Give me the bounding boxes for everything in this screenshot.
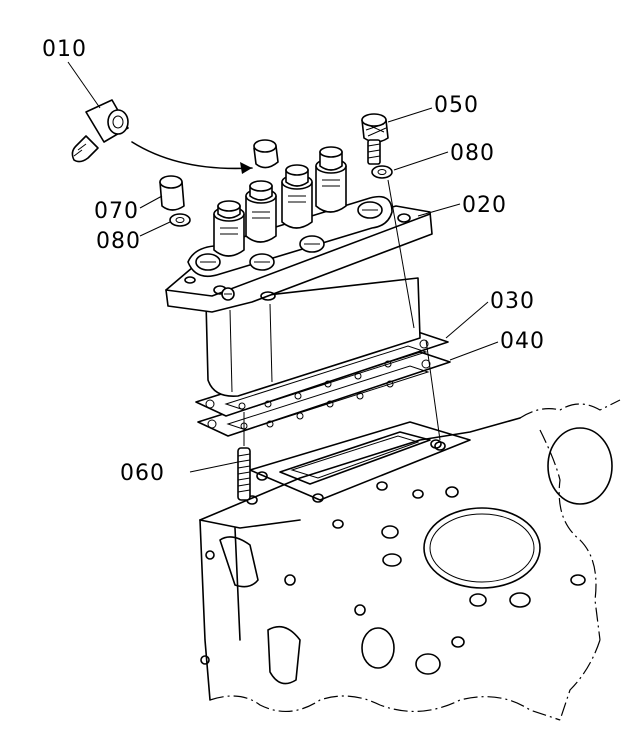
washer-080-left [169,213,191,227]
callout-010: 010 [42,37,87,62]
engine-block [199,399,621,721]
stud-060 [237,447,251,501]
injection-pump-020 [165,139,433,397]
block-mounting-pad [249,421,471,503]
arrow-head [240,162,252,174]
callout-080-right: 080 [450,141,495,166]
bolt-050 [361,113,389,165]
assembly-arrow [131,141,253,170]
washer-080-right [371,165,393,179]
callout-030: 030 [490,289,535,314]
leader-lines [67,61,499,473]
callout-080-left: 080 [96,229,141,254]
callout-060: 060 [120,461,165,486]
cap-070 [159,175,185,211]
callout-040: 040 [500,329,545,354]
callout-020: 020 [462,193,507,218]
banjo-fitting-010 [71,99,129,163]
callout-070: 070 [94,199,139,224]
callout-050: 050 [434,93,479,118]
